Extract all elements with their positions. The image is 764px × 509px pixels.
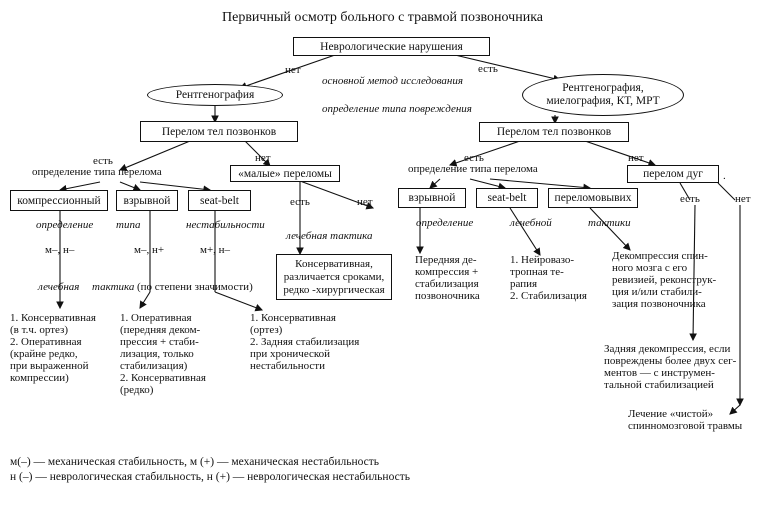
label-define-left: определение [36, 219, 94, 231]
legend-neurological: н (–) — неврологическая стабильность, н … [10, 471, 410, 483]
text-seatbelt-left-treatment: 1. Консервативная (ортез) 2. Задняя стаб… [250, 312, 360, 372]
label-tactics-left-2: тактика [92, 281, 135, 293]
label-mn3: м+, н– [200, 244, 231, 256]
node-arch: перелом дуг [627, 165, 719, 183]
label-yes-right: есть [464, 152, 484, 164]
stray-dot: . [723, 170, 726, 182]
label-priority: (по степени значимости) [137, 281, 253, 293]
node-seatbelt-left: seat-belt [188, 190, 251, 211]
label-fracture-type-right: определение типа перелома [408, 163, 538, 175]
node-fracture-right: Перелом тел позвонков [479, 122, 629, 142]
label-yes-arch: есть [680, 193, 700, 205]
label-yes-neuro: есть [478, 63, 498, 75]
label-instability-left: нестабильности [186, 219, 265, 231]
text-transverse-treatment: Декомпрессия спин- ного мозга с его реви… [612, 250, 717, 310]
label-fracture-type-left: определение типа перелома [32, 166, 162, 178]
text-seatbelt-treatment: 1. Нейровазо- тропная те- рапия 2. Стаби… [510, 254, 587, 302]
node-xray-right: Рентгенография, миелография, КТ, МРТ [522, 74, 684, 116]
label-yes-minor: есть [290, 196, 310, 208]
text-burst-left-treatment: 1. Оперативная (передняя деком- прессия … [120, 312, 206, 396]
label-no-arch: нет [735, 193, 751, 205]
label-no-minor: нет [357, 196, 373, 208]
label-main-method: основной метод исследования [322, 75, 463, 87]
text-pure-trauma: Лечение «чистой» спинномозговой травмы [628, 408, 743, 432]
diagram-title: Первичный осмотр больного с травмой позв… [222, 10, 544, 25]
label-tactics-right-2: тактики [588, 217, 631, 229]
node-seatbelt-right: seat-belt [476, 188, 538, 208]
label-minor-tactics: лечебная тактика [286, 230, 373, 242]
node-conservative-box: Консервативная, различается сроками, ред… [276, 254, 392, 300]
node-burst-right: взрывной [398, 188, 466, 208]
label-damage-type: определение типа повреждения [322, 103, 472, 115]
label-define-right: определение [416, 217, 474, 229]
node-neuro: Неврологические нарушения [293, 37, 490, 56]
node-burst-left: взрывной [116, 190, 178, 211]
node-minor: «малые» переломы [230, 165, 340, 182]
legend-mechanical: м(–) — механическая стабильность, м (+) … [10, 456, 380, 468]
node-compression: компрессионный [10, 190, 108, 211]
label-yes-left: есть [93, 155, 113, 167]
label-tactics-right: лечебной [510, 217, 552, 229]
node-xray-left: Рентгенография [147, 84, 283, 106]
label-no-neuro: нет [285, 64, 301, 76]
node-fracture-left: Перелом тел позвонков [140, 121, 298, 142]
text-compression-treatment: 1. Консервативная (в т.ч. ортез) 2. Опер… [10, 312, 96, 384]
label-type-left: типа [116, 219, 141, 231]
label-mn2: м–, н+ [134, 244, 165, 256]
text-posterior-decompression: Задняя декомпрессия, если повреждены бол… [604, 343, 737, 391]
label-tactics-left: лечебная [38, 281, 80, 293]
label-mn1: м–, н– [45, 244, 75, 256]
node-transverse: переломовывих [548, 188, 638, 208]
text-burst-treatment: Передняя де- компрессия + стабилизация п… [415, 254, 480, 302]
label-no-right: нет [628, 152, 644, 164]
label-no-left: нет [255, 152, 271, 164]
